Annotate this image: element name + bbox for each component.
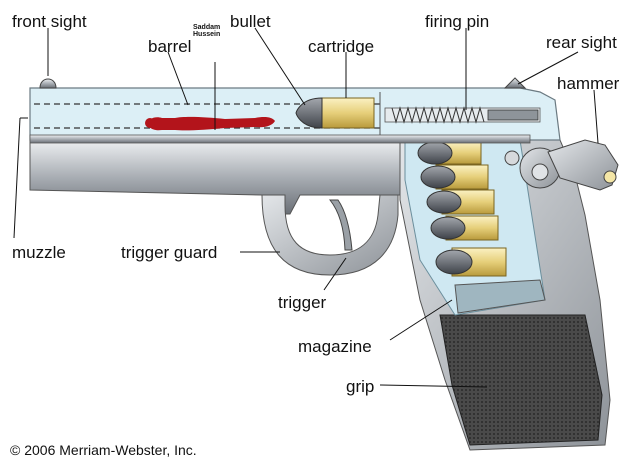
chambered-round (295, 97, 375, 129)
red-figure (148, 116, 275, 131)
label-rear-sight: rear sight (546, 33, 617, 52)
label-trigger-guard: trigger guard (121, 243, 218, 262)
magazine-spring (454, 279, 546, 314)
label-magazine: magazine (298, 337, 372, 356)
label-firing-pin: firing pin (425, 12, 490, 31)
label-front-sight: front sight (12, 12, 87, 31)
annotation-line2: Hussein (193, 31, 221, 39)
annotation-name: Saddam Hussein (193, 24, 220, 39)
label-trigger: trigger (278, 293, 327, 312)
label-cartridge: cartridge (308, 37, 375, 56)
firing-pin-assembly (384, 106, 541, 124)
slide-bottom (29, 134, 531, 144)
hammer-part (504, 139, 619, 191)
rear-sight-part (503, 77, 527, 89)
label-bullet: bullet (230, 12, 271, 31)
magazine-cartridges (417, 141, 507, 277)
label-barrel: barrel (148, 37, 192, 56)
label-grip: grip (346, 377, 375, 396)
front-sight-part (39, 78, 57, 89)
trigger-part (328, 199, 353, 251)
annotation-line1: Saddam (193, 24, 221, 31)
leader-lines (13, 27, 599, 388)
copyright-text: © 2006 Merriam-Webster, Inc. (10, 442, 197, 458)
trigger-guard (261, 194, 399, 276)
frame (29, 139, 406, 215)
label-hammer: hammer (557, 74, 620, 93)
label-muzzle: muzzle (12, 243, 66, 262)
grip-panel (439, 314, 603, 446)
